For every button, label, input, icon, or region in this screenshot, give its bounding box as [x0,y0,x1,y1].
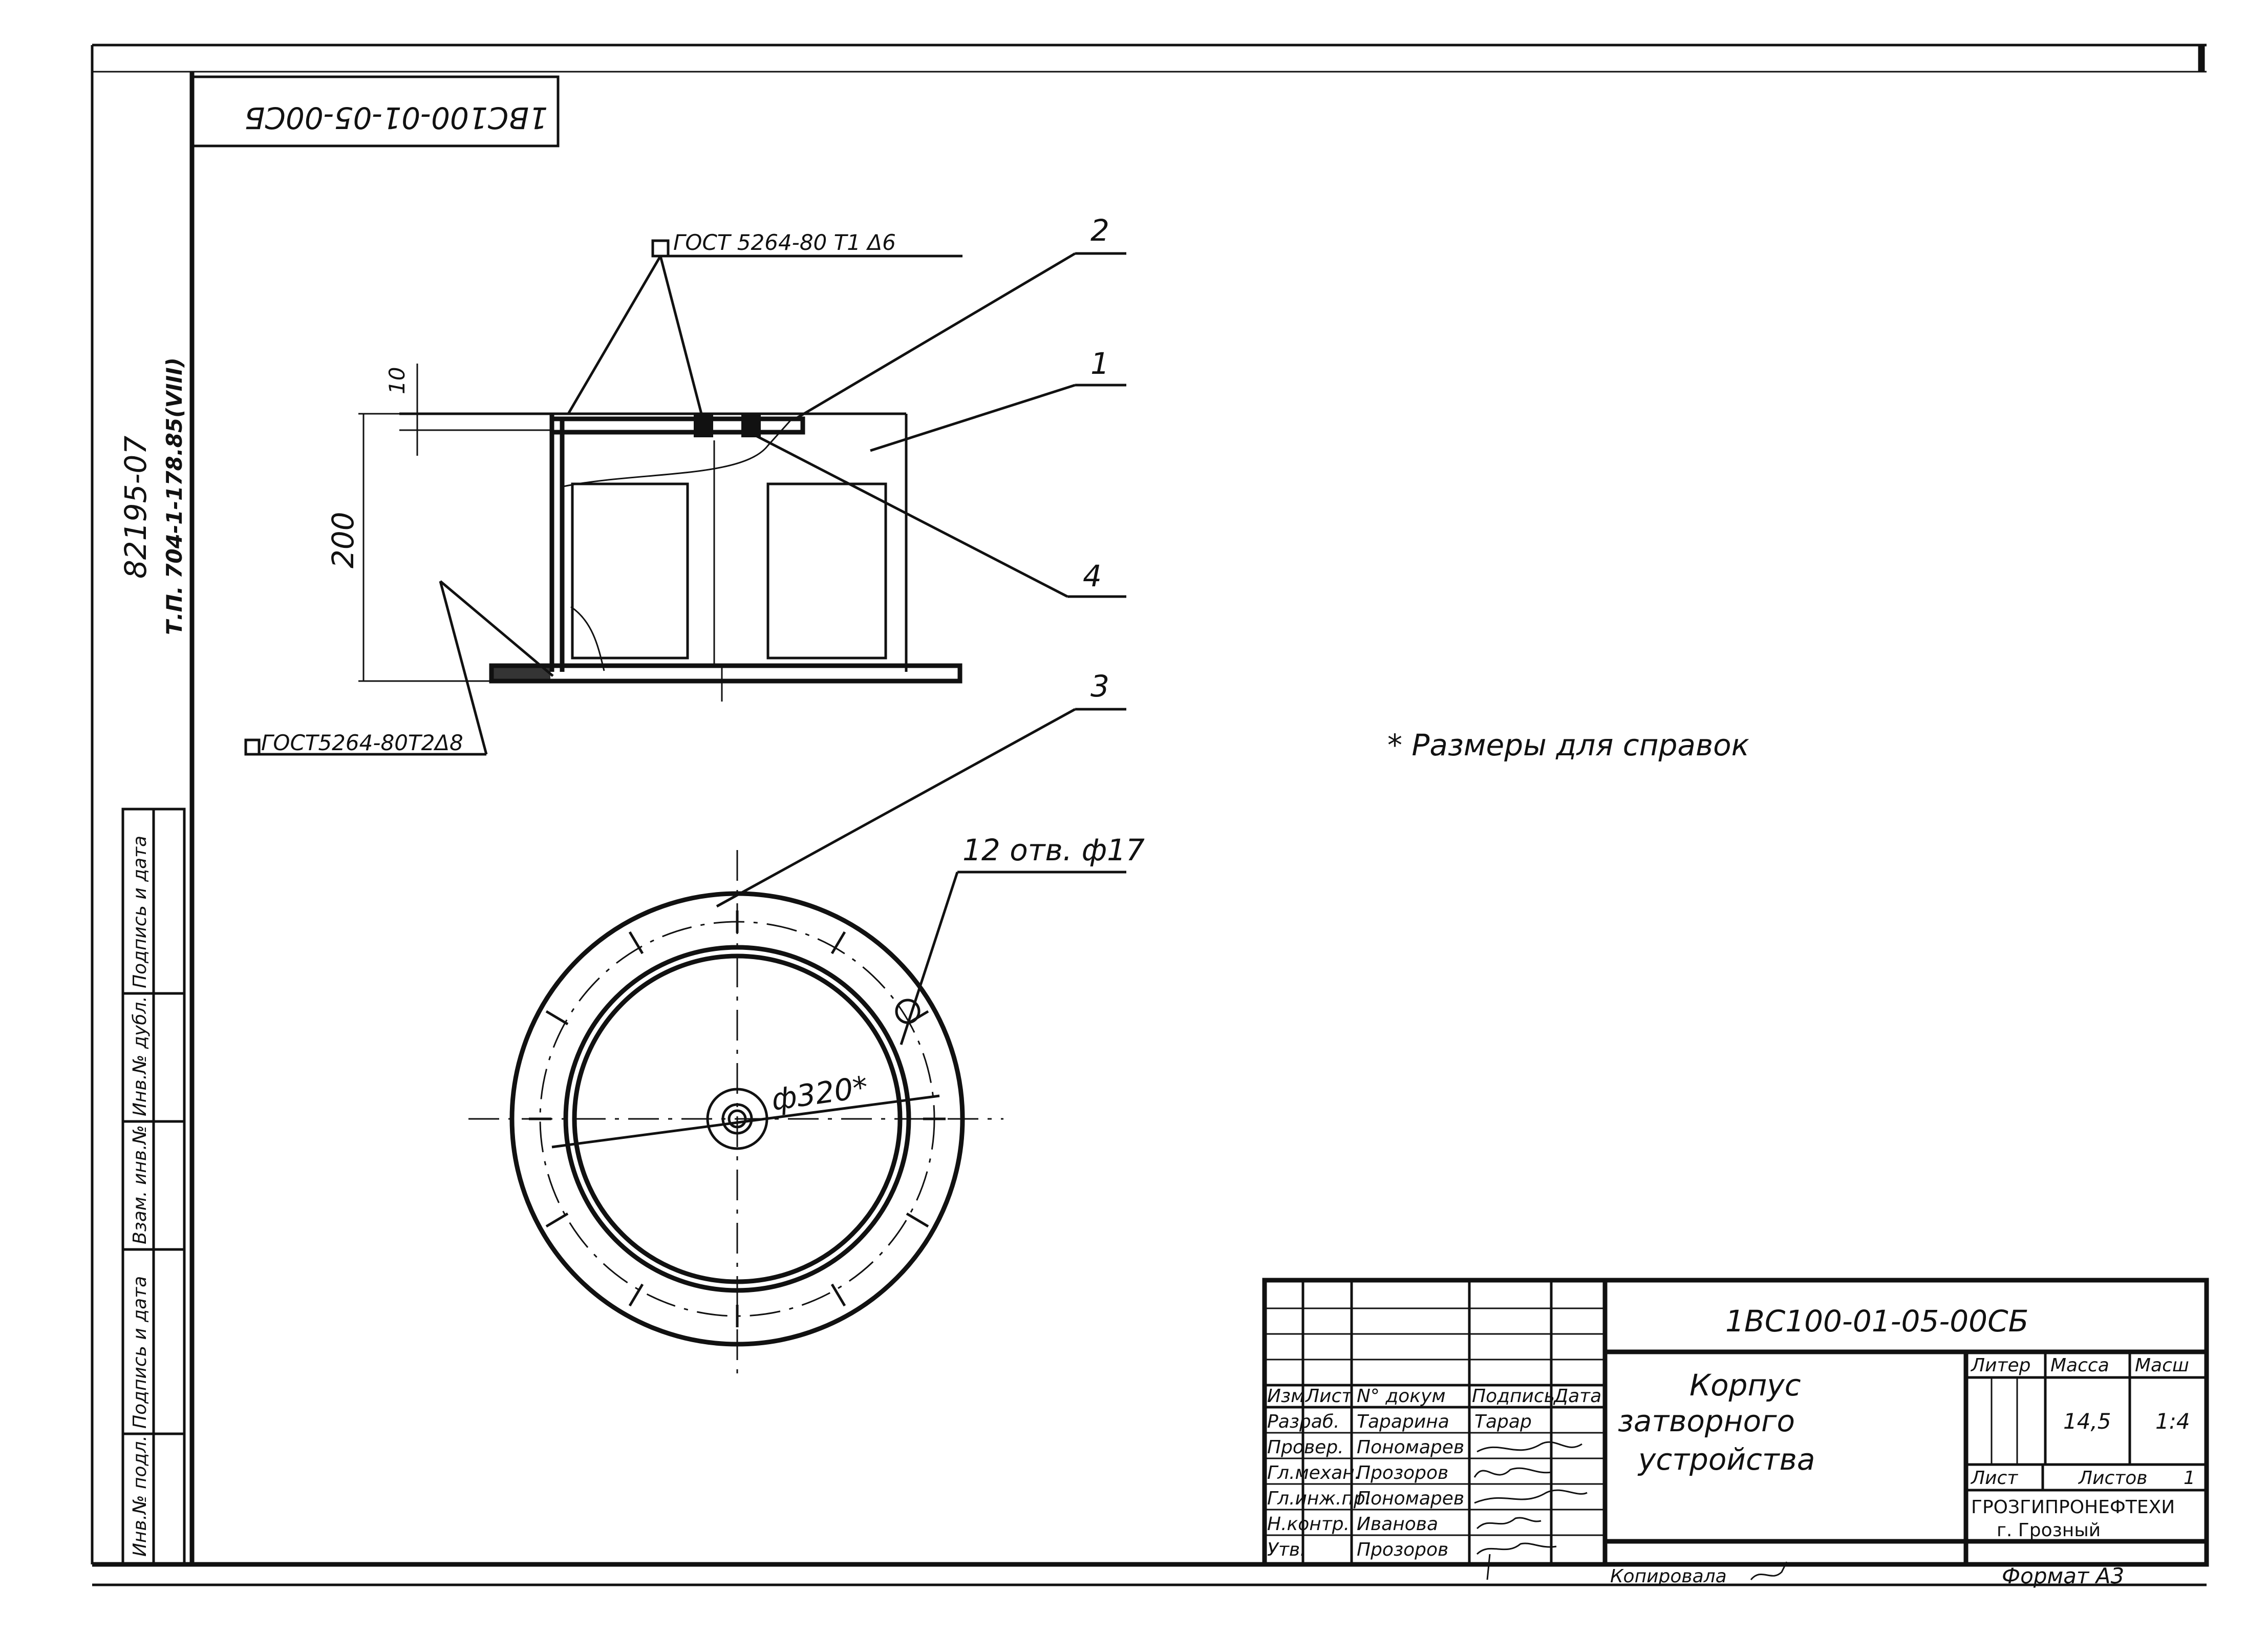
callout-4: 4 [749,431,1126,598]
header-list: Лист [1304,1386,1353,1407]
header-izm: Изм [1267,1386,1304,1407]
person-role: Гл.инж.пр. [1267,1488,1371,1509]
project-reference: Т.П. 704-1-178.85(VIII) [162,357,187,635]
header-sign: Подпись [1472,1386,1555,1407]
copier-signature [1750,1561,1788,1580]
scale-value: 1:4 [2155,1409,2190,1434]
sheet-frame [91,44,2207,1586]
dimension-diameter: ф320* [769,1069,870,1117]
archive-number: 82195-07 [118,436,153,579]
organization-city: г. Грозный [1997,1520,2101,1541]
title-block: 1ВС100-01-05-00СБ Корпус затворного устр… [1262,1278,2209,1580]
side-stamp-label-3: Взам. инв.№ [130,1125,151,1244]
mass-value: 14,5 [2063,1409,2111,1434]
sheets-label: Листов [2078,1468,2147,1489]
liter-label: Литер [1970,1355,2030,1376]
footer: Копировала Формат А3 [1610,1561,2124,1588]
callout-2-text: 2 [1090,213,1109,248]
person-name: Тарарина [1357,1411,1449,1432]
person-name: Прозоров [1357,1539,1448,1560]
copied-by-label: Копировала [1610,1566,1727,1587]
dimension-200: 200 [326,512,360,568]
weld-note-bottom-text: ГОСТ5264-80Т2Δ8 [261,730,463,755]
person-role: Утв. [1267,1539,1306,1560]
sheet-label: Лист [1970,1468,2018,1489]
callout-1: 1 [870,346,1126,452]
person-name: Пономарев [1357,1488,1464,1509]
sheets-value: 1 [2184,1468,2195,1489]
callout-1-text: 1 [1090,346,1109,381]
person-name: Прозоров [1357,1462,1448,1483]
signature-scribbles [1473,1441,1588,1580]
weld-note-bottom: ГОСТ5264-80Т2Δ8 [244,580,554,756]
weld-note-top-text: ГОСТ 5264-80 Т1 Δ6 [673,230,896,255]
holes-label: 12 отв. ф17 [962,833,1145,867]
title-name-line-3: устройства [1637,1442,1815,1477]
callout-2: 2 [793,213,1126,421]
person-signature: Тарар [1474,1411,1532,1432]
person-role: Н.контр. [1267,1514,1350,1535]
corner-stamp-text: 1ВС100-01-05-00СБ [245,100,548,135]
reference-note: * Размеры для справок [1387,728,1749,762]
mass-label: Масса [2050,1355,2109,1376]
weld-note-top: ГОСТ 5264-80 Т1 Δ6 [567,230,962,415]
plan-view: ф320* 12 отв. ф17 [468,833,1145,1383]
scale-label: Масш [2135,1355,2189,1376]
person-role: Разраб. [1267,1411,1339,1432]
side-stamp-label-1: Инв.№ подл. [130,1435,151,1557]
callout-4-text: 4 [1083,559,1102,593]
callout-3-text: 3 [1090,669,1109,704]
section-view: 200 10 [326,364,962,702]
title-designation: 1ВС100-01-05-00СБ [1725,1304,2028,1339]
title-name-line-2: затворного [1618,1404,1795,1438]
title-name-line-1: Корпус [1689,1368,1801,1403]
header-doc: N° докум [1357,1386,1446,1407]
format-label: Формат А3 [2002,1563,2124,1588]
side-stamp-label-5: Подпись и дата [130,836,151,988]
corner-stamp: 1ВС100-01-05-00СБ [190,75,560,147]
side-stamp: Инв.№ подл. Подпись и дата Взам. инв.№ И… [121,808,186,1566]
person-name: Иванова [1357,1514,1438,1535]
callout-3: 3 [716,669,1126,908]
organization-name: ГРОЗГИПРОНЕФТЕХИ [1971,1497,2175,1518]
person-role: Провер. [1267,1437,1344,1458]
person-name: Пономарев [1357,1437,1464,1458]
side-stamp-label-2: Подпись и дата [130,1276,151,1429]
dimension-10: 10 [384,367,410,394]
header-date: Дата [1553,1386,1601,1407]
side-stamp-label-4: Инв.№ дубл. [130,996,151,1116]
person-role: Гл.механ. [1267,1462,1360,1483]
